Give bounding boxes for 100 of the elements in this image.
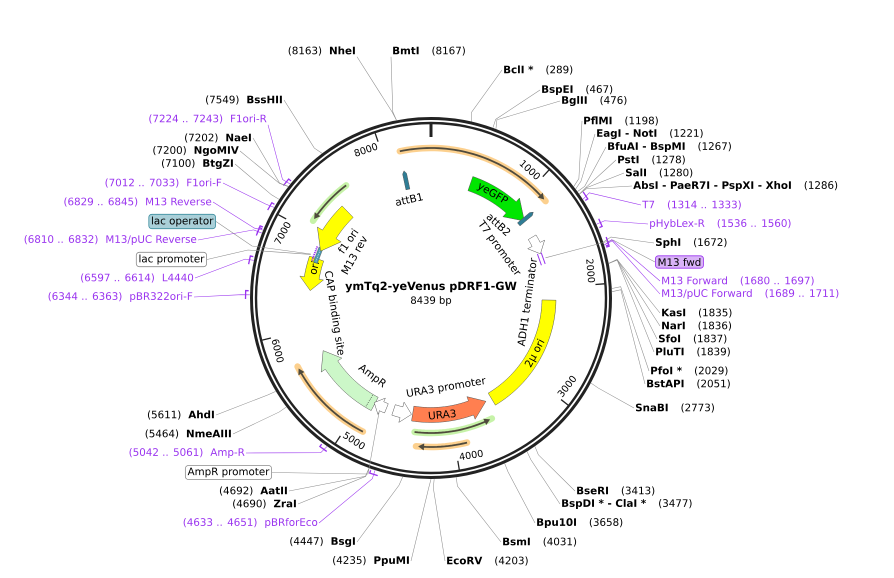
leader-line xyxy=(608,260,654,352)
leader-line xyxy=(456,477,502,542)
leader-line xyxy=(234,164,280,200)
leader-line xyxy=(579,172,624,194)
restriction-site-label: BseRI (3413) xyxy=(577,486,654,496)
restriction-site-label: (4690) ZraI xyxy=(233,499,296,509)
restriction-site-label: (7100) BtgZI xyxy=(162,158,233,170)
leader-line xyxy=(232,406,287,434)
restriction-site-label: KasI (1835) xyxy=(662,308,732,318)
primer-label: pHybLex-R (1536 .. 1560) xyxy=(650,219,791,229)
primer-label: (6829 .. 6845) M13 Reverse xyxy=(64,197,212,207)
restriction-site-label: (4235) PpuMI xyxy=(333,556,409,566)
feature-box: lac operator xyxy=(148,214,216,230)
leader-line xyxy=(272,410,380,474)
leader-line xyxy=(433,478,446,562)
leader-line xyxy=(534,446,576,492)
leader-line xyxy=(198,230,262,240)
primer-label: T7 (1314 .. 1333) xyxy=(642,200,741,210)
restriction-site-label: BspDI * - ClaI * (3477) xyxy=(562,499,692,509)
leader-line xyxy=(604,240,660,294)
leader-line xyxy=(194,294,250,298)
primer-label: (4633 .. 4651) pBRforEco xyxy=(184,518,318,528)
restriction-site-label: Bpu10I (3658) xyxy=(537,518,622,528)
restriction-site-label: BclI * (289) xyxy=(504,65,572,75)
ruler-label: 4000 xyxy=(460,450,483,460)
leader-line xyxy=(206,250,311,260)
leader-line xyxy=(496,100,560,130)
leader-line xyxy=(608,259,658,340)
leader-line xyxy=(222,182,274,208)
plasmid-name: ymTq2-yeVenus pDRF1-GW xyxy=(345,282,516,292)
restriction-site-label: PflMI (1198) xyxy=(584,116,658,126)
leader-line xyxy=(596,220,648,225)
leader-line xyxy=(318,470,376,524)
restriction-site-label: (7200) NgoMIV xyxy=(153,146,239,156)
leader-line xyxy=(194,258,254,278)
restriction-site-label: (4692) AatII xyxy=(220,486,287,496)
leader-line xyxy=(356,476,403,542)
restriction-site-label: EcoRV (4203) xyxy=(447,556,528,566)
leader-line xyxy=(574,120,582,187)
leader-line xyxy=(577,146,606,192)
restriction-site-label: SalI (1280) xyxy=(626,168,692,178)
restriction-site-label: SphI (1672) xyxy=(656,238,727,248)
primer-label: (7012 .. 7033) F1ori-F xyxy=(106,178,222,188)
leader-line xyxy=(590,382,634,408)
leader-line xyxy=(492,90,540,128)
restriction-site-label: (7549) BssHII xyxy=(206,95,282,105)
ruler-label: 2000 xyxy=(586,259,596,282)
leader-line xyxy=(246,446,328,454)
primer-label: (7224 .. 7243) F1ori-R xyxy=(149,114,267,124)
restriction-site-label: BfuAI - BspMI (1267) xyxy=(608,142,731,152)
leader-line xyxy=(390,56,397,120)
leader-line xyxy=(504,463,536,524)
feature-box: M13 fwd xyxy=(655,255,704,269)
restriction-site-label: PluTI (1839) xyxy=(656,347,730,357)
restriction-site-label: EagI - NotI (1221) xyxy=(597,128,703,140)
leader-line xyxy=(603,236,654,244)
restriction-site-label: NarI (1836) xyxy=(662,321,732,331)
leader-line xyxy=(545,240,656,262)
promoter-feature xyxy=(374,398,389,415)
leader-line xyxy=(526,451,560,504)
restriction-site-label: AbsI - PaeR7I - PspXI - XhoI (1286) xyxy=(633,181,838,191)
primer-label: (6597 .. 6614) L4440 xyxy=(81,273,194,283)
gene-feature: URA3 xyxy=(411,396,486,423)
leader-line xyxy=(582,192,642,206)
leader-line xyxy=(356,56,397,120)
leader-line xyxy=(612,289,646,384)
feature-mark xyxy=(536,252,546,266)
leader-line xyxy=(612,286,650,372)
restriction-site-label: BsmI (4031) xyxy=(503,537,576,547)
restriction-site-label: (8163) NheI xyxy=(288,46,355,56)
primer-label: M13 Forward (1680 .. 1697) xyxy=(662,276,814,286)
restriction-site-label: (5611) AhdI xyxy=(148,410,214,420)
restriction-site-label: BstAPI (2051) xyxy=(647,379,730,389)
restriction-site-label: (5464) NmeAIII xyxy=(146,429,231,439)
primer-label: (5042 .. 5061) Amp-R xyxy=(130,448,245,458)
leader-line xyxy=(471,70,502,122)
restriction-site-label: BspEI (467) xyxy=(542,85,612,95)
ruler-label: 8000 xyxy=(354,143,378,156)
node-label: attB1 xyxy=(396,193,423,206)
restriction-site-label: SnaBI (2773) xyxy=(636,403,714,413)
leader-line xyxy=(240,150,288,187)
restriction-site-label: PfoI * (2029) xyxy=(651,366,728,376)
leader-line xyxy=(288,468,370,492)
plasmid-size: 8439 bp xyxy=(411,296,452,306)
leader-line xyxy=(410,478,432,562)
restriction-site-label: SfoI (1837) xyxy=(658,334,726,344)
leader-line xyxy=(579,160,616,194)
leader-line xyxy=(284,100,322,154)
feature-box: AmpR promoter xyxy=(184,465,272,480)
leader-line xyxy=(575,134,596,190)
leader-line xyxy=(608,259,660,326)
restriction-site-label: (7202) NaeI xyxy=(185,133,251,143)
att-site-feature: attB1 xyxy=(396,170,423,206)
leader-line xyxy=(268,124,290,184)
restriction-site-label: BmtI (8167) xyxy=(393,46,465,56)
leader-line xyxy=(604,239,660,282)
primer-label: M13/pUC Forward (1689 .. 1711) xyxy=(662,289,838,299)
leader-line xyxy=(212,202,264,230)
node-label: URA3 promoter xyxy=(406,378,486,397)
leader-line xyxy=(216,391,276,416)
